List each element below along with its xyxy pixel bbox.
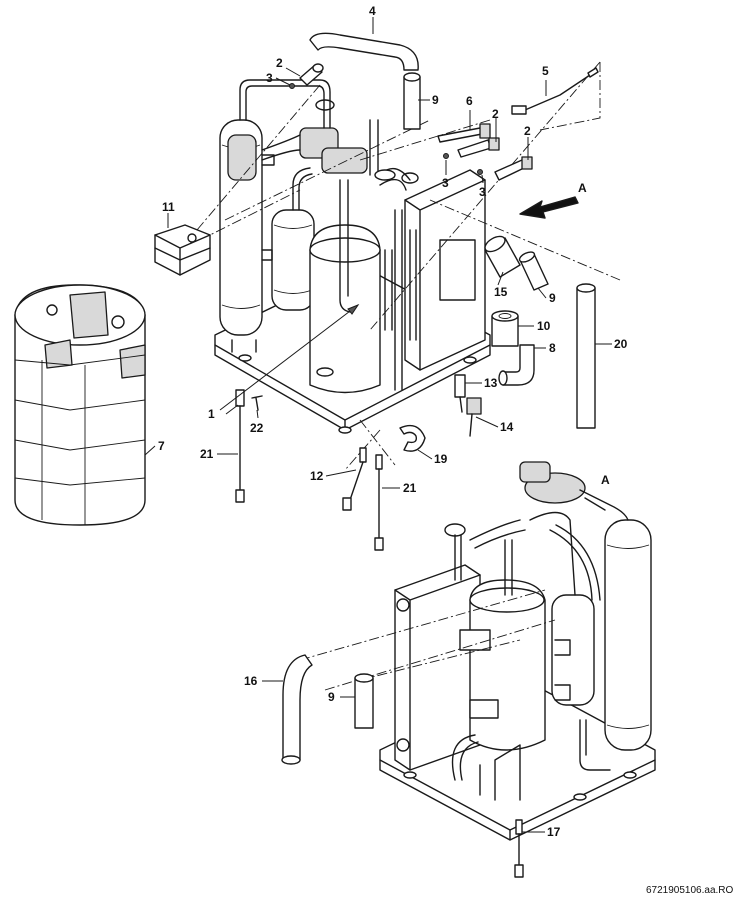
part-6-sensor [437,123,491,143]
part-15-tube [484,235,521,278]
part-5-sensor [511,67,599,115]
part-4-hose [309,32,419,71]
callout-9-c: 9 [328,690,335,704]
callout-21-a: 21 [200,447,214,461]
part-7-insulation-jacket [14,284,146,526]
view-a-arrow-label: A [578,181,587,195]
callout-leaders [144,17,612,833]
view-a-title: A [601,473,610,487]
part-3-oring-a [289,83,295,89]
part-3-oring-c [477,169,483,175]
part-2-fitting-a [299,63,324,86]
part-2-fitting-b [457,137,500,158]
part-22-clip [251,395,263,411]
callout-16: 16 [244,674,258,688]
view-a-arrow [519,196,579,219]
callout-11: 11 [162,200,175,214]
callout-3-b: 3 [442,176,449,190]
part-21-cable [374,454,384,551]
callout-3-a: 3 [266,71,273,85]
figure-code: 6721905106.aa.RO [646,885,734,896]
callout-9-a: 9 [432,93,439,107]
callout-20: 20 [614,337,628,351]
part-16-elbow-hose [282,654,313,761]
callout-13: 13 [484,376,498,390]
part-1-sensor-cable [235,389,245,503]
callout-3-c: 3 [479,185,486,199]
part-12-sensor-cable [342,447,367,511]
callout-2-b: 2 [492,107,499,121]
callout-5: 5 [542,64,549,78]
part-19-clamp [399,424,426,452]
callout-4: 4 [369,4,376,18]
callout-9-b: 9 [549,291,556,305]
callout-10: 10 [537,319,551,333]
callout-6: 6 [466,94,473,108]
callout-21-b: 21 [403,481,417,495]
callout-17: 17 [547,825,561,839]
part-17-cable [514,819,524,878]
part-9-right-tube [518,251,549,291]
part-9-top-tube [403,72,421,130]
upper-assembly [214,79,491,434]
callout-14: 14 [500,420,514,434]
callout-2-c: 2 [524,124,531,138]
callout-1: 1 [208,407,215,421]
part-13-pressure-sensor [454,374,466,413]
callout-12: 12 [310,469,324,483]
part-10-sleeve [491,310,519,347]
callout-7: 7 [158,439,165,453]
part-20-long-tube [576,283,596,429]
callout-19: 19 [434,452,448,466]
part-9-lower-tube [354,673,374,729]
callout-22: 22 [250,421,264,435]
lower-assembly [379,461,656,841]
part-14-pressure-switch [466,397,482,437]
upper-explode-lines [179,61,621,471]
callout-15: 15 [494,285,508,299]
callout-2-a: 2 [276,56,283,70]
callout-8: 8 [549,341,556,355]
part-11-insulation-pad [154,224,211,276]
part-3-oring-b [443,153,449,159]
part-2-fitting-c [494,156,533,181]
part-1-pointer [219,304,359,411]
